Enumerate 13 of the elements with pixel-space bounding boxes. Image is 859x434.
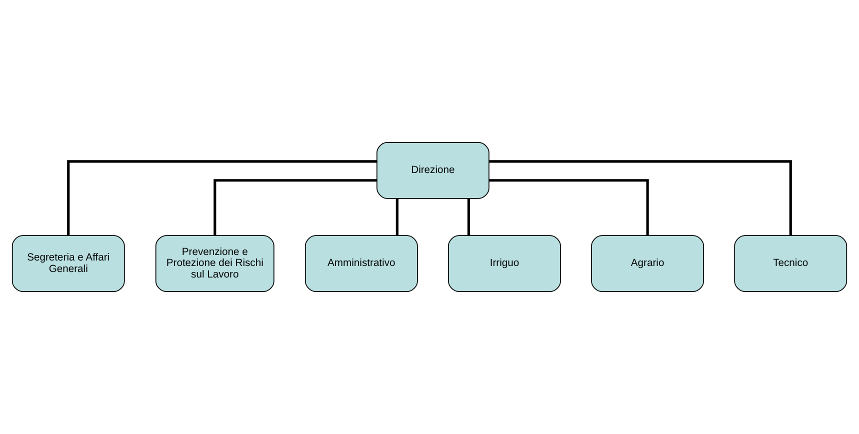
node-box: Amministrativo — [304, 235, 418, 292]
node-box: Irriguo — [448, 235, 561, 292]
node-box: Tecnico — [734, 235, 848, 292]
connector — [467, 198, 470, 236]
connector — [489, 160, 792, 236]
connector — [396, 198, 398, 236]
node-box: Direzione — [376, 142, 490, 199]
node-box: Segreteria e Affari Generali — [12, 235, 125, 292]
connector — [489, 179, 649, 236]
connector — [67, 160, 377, 236]
node-box: Prevenzione e Protezione dei Rischi sul Lavoro — [155, 235, 274, 292]
node-box: Agrario — [591, 235, 704, 292]
connector — [214, 179, 377, 236]
